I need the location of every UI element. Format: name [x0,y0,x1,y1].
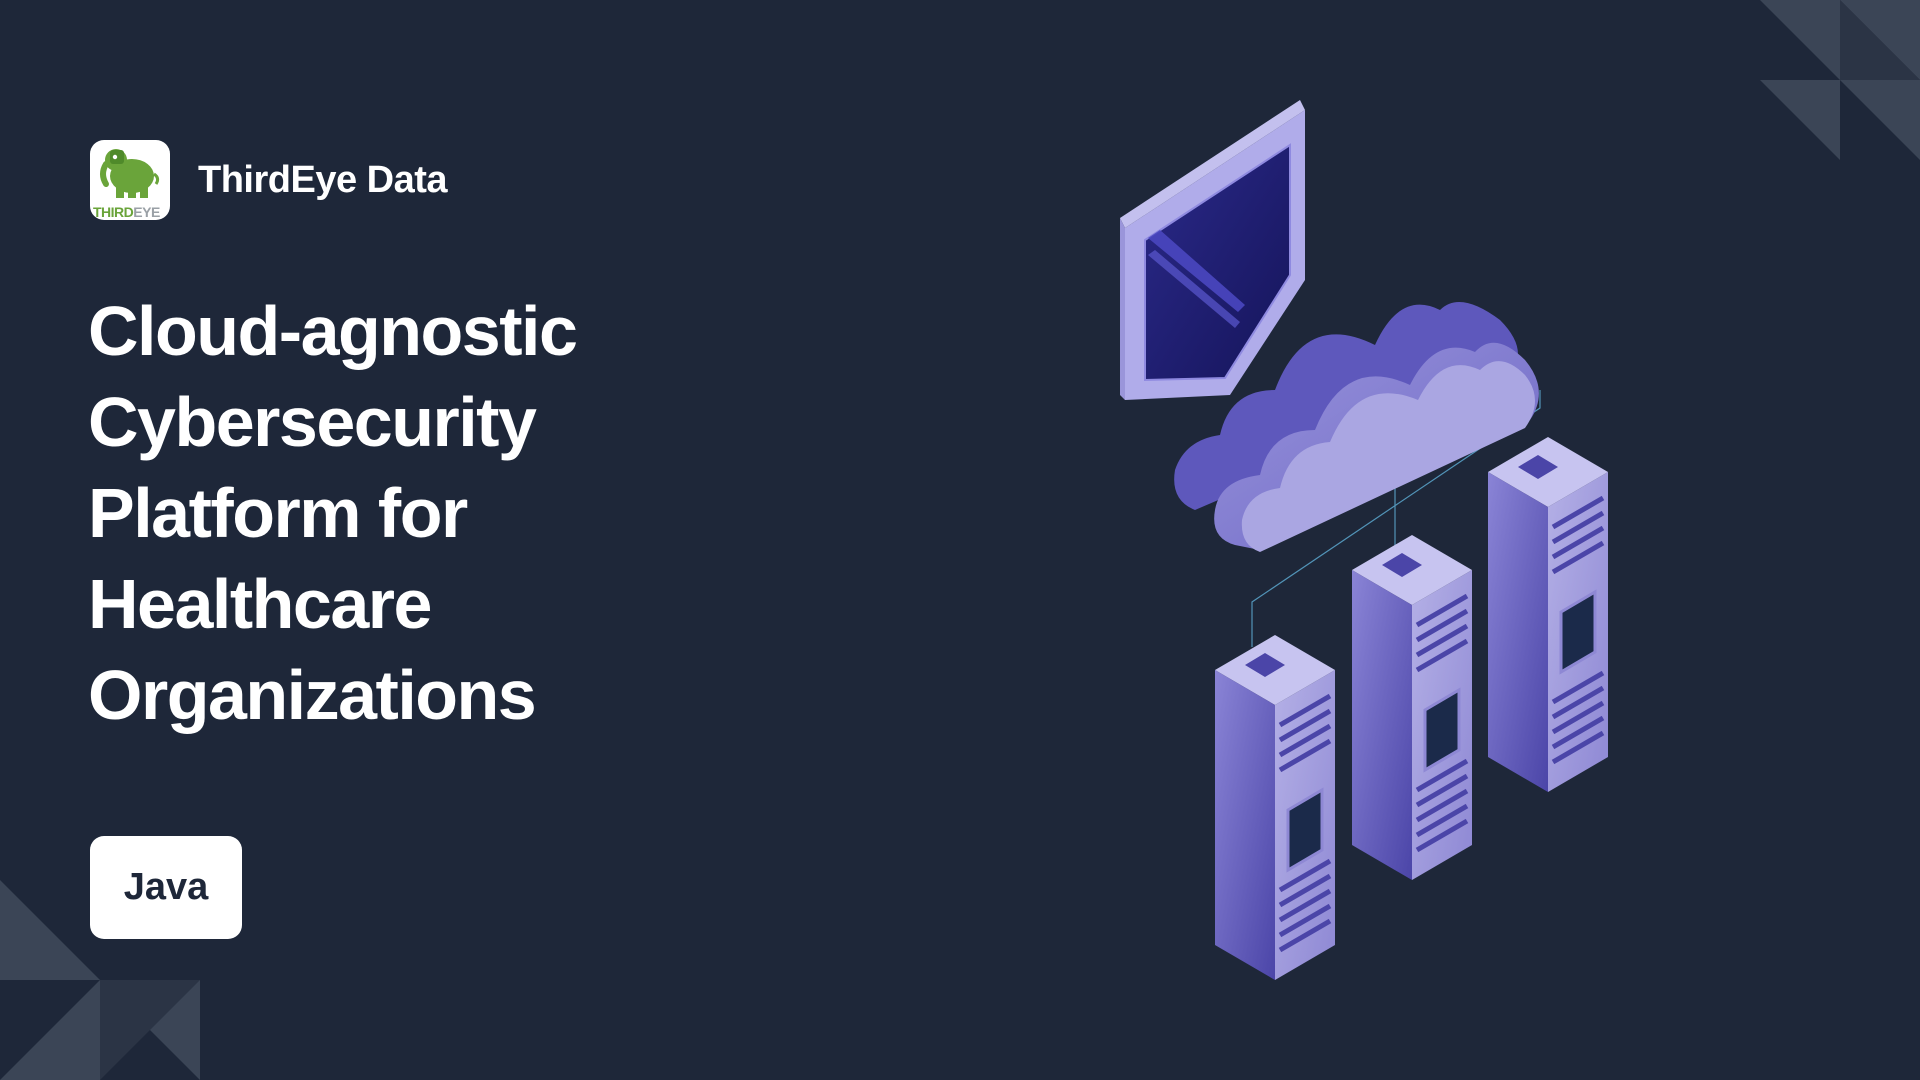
logo-wordmark: THIRDEYE [93,204,160,220]
server-icon [1215,635,1335,980]
title-line: Organizations [88,656,537,734]
shield-icon [1120,100,1305,400]
page-title: Cloud-agnostic Cybersecurity Platform fo… [88,286,788,741]
corner-decoration-top-right [1760,0,1920,160]
corner-decoration-bottom-left [0,880,200,1080]
cloud-icon [1174,302,1539,552]
title-line: Platform for [88,474,468,552]
brand-logo: THIRDEYE [90,140,170,220]
title-line: Cybersecurity [88,383,537,461]
title-line: Cloud-agnostic [88,292,578,370]
server-icon [1352,535,1472,880]
title-line: Healthcare [88,565,432,643]
server-icon [1488,437,1608,792]
brand-header: THIRDEYE ThirdEye Data [90,140,448,220]
brand-name: ThirdEye Data [198,158,448,201]
elephant-icon [100,149,160,198]
tech-tag-button[interactable]: Java [90,836,242,939]
cloud-security-illustration [1120,100,1608,980]
